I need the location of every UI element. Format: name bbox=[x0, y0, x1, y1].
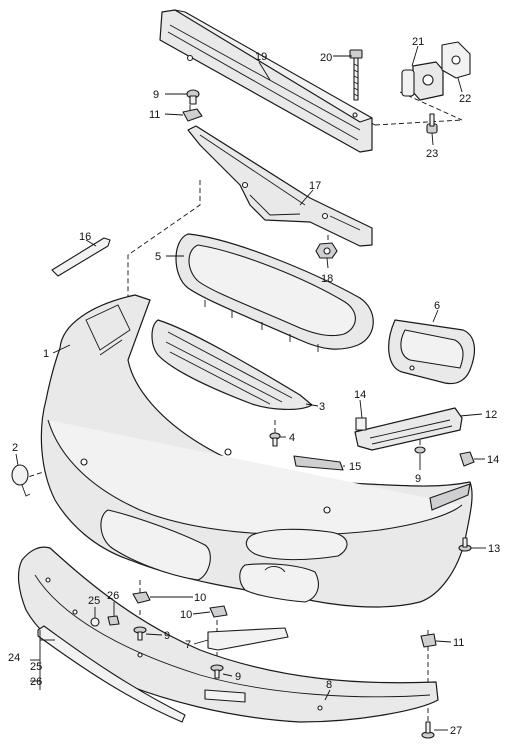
leader-lines bbox=[15, 45, 486, 731]
mount-plate bbox=[441, 41, 471, 79]
screw-27 bbox=[421, 721, 435, 739]
nut-10-left bbox=[132, 591, 151, 604]
callout-12: 12 bbox=[485, 409, 497, 421]
callout-9-top: 9 bbox=[153, 89, 159, 101]
upper-bracket bbox=[187, 125, 373, 247]
callout-9-lower-left: 9 bbox=[164, 630, 170, 642]
side-intake bbox=[388, 319, 476, 385]
tow-cap bbox=[11, 464, 31, 497]
screw-9-lower-center bbox=[210, 664, 224, 679]
dashed-line-bracket bbox=[399, 91, 463, 121]
center-grille bbox=[151, 319, 313, 410]
trim-insert bbox=[293, 455, 344, 471]
callout-9-lower-center: 9 bbox=[235, 671, 241, 683]
callout-10-left: 10 bbox=[194, 592, 206, 604]
callout-2: 2 bbox=[12, 442, 18, 454]
trim-strip bbox=[51, 237, 111, 277]
callout-24: 24 bbox=[8, 652, 20, 664]
clip-11-lower bbox=[420, 633, 437, 648]
callout-10-center: 10 bbox=[180, 609, 192, 621]
guide-bracket bbox=[354, 407, 463, 451]
dashed-line-bolt bbox=[374, 119, 463, 126]
callout-17: 17 bbox=[309, 180, 321, 192]
callout-13: 13 bbox=[488, 543, 500, 555]
nut-26 bbox=[107, 615, 120, 626]
clip-9-top bbox=[186, 89, 200, 105]
callout-25-side: 25 bbox=[30, 661, 42, 673]
callout-5: 5 bbox=[155, 251, 161, 263]
screw-9-lower-left bbox=[133, 626, 147, 641]
nut-18 bbox=[315, 242, 338, 259]
callout-16: 16 bbox=[79, 231, 91, 243]
callout-23: 23 bbox=[426, 148, 438, 160]
callout-21: 21 bbox=[412, 36, 424, 48]
callout-26-top: 26 bbox=[107, 590, 119, 602]
callout-14-right: 14 bbox=[487, 454, 499, 466]
callout-15: 15 bbox=[349, 461, 361, 473]
callout-11-top: 11 bbox=[149, 109, 160, 121]
screw-13 bbox=[458, 537, 472, 552]
callout-14-left: 14 bbox=[354, 389, 366, 401]
callout-11-lower: 11 bbox=[453, 637, 464, 649]
screw-9-right bbox=[414, 446, 426, 454]
callout-25-top: 25 bbox=[88, 595, 100, 607]
callout-18: 18 bbox=[321, 273, 333, 285]
screw-4 bbox=[269, 432, 281, 447]
bumper-cover bbox=[40, 294, 473, 608]
callout-19: 19 bbox=[255, 51, 267, 63]
callout-26-side: 26 bbox=[30, 676, 42, 688]
callout-9-right: 9 bbox=[415, 473, 421, 485]
upper-grille bbox=[175, 233, 374, 352]
callout-labels: 19 20 21 22 23 9 11 17 18 16 5 6 1 3 4 1… bbox=[8, 36, 500, 737]
callout-20: 20 bbox=[320, 52, 332, 64]
callout-8: 8 bbox=[326, 679, 332, 691]
side-plate bbox=[207, 627, 289, 651]
mount-bracket bbox=[401, 61, 444, 101]
callout-3: 3 bbox=[319, 401, 325, 413]
bolt-23 bbox=[426, 113, 438, 134]
callout-1: 1 bbox=[43, 348, 49, 360]
callout-22: 22 bbox=[459, 93, 471, 105]
callout-4: 4 bbox=[289, 432, 295, 444]
bolt-20 bbox=[349, 49, 363, 101]
impact-beam bbox=[159, 9, 373, 153]
clip-14-right bbox=[459, 451, 475, 467]
nut-10-center bbox=[209, 605, 228, 618]
callout-27: 27 bbox=[450, 725, 462, 737]
callout-7: 7 bbox=[185, 639, 191, 651]
seal-strip bbox=[37, 625, 186, 723]
washer-25 bbox=[90, 617, 100, 627]
nut-11-top bbox=[182, 108, 203, 122]
callout-6: 6 bbox=[434, 300, 440, 312]
